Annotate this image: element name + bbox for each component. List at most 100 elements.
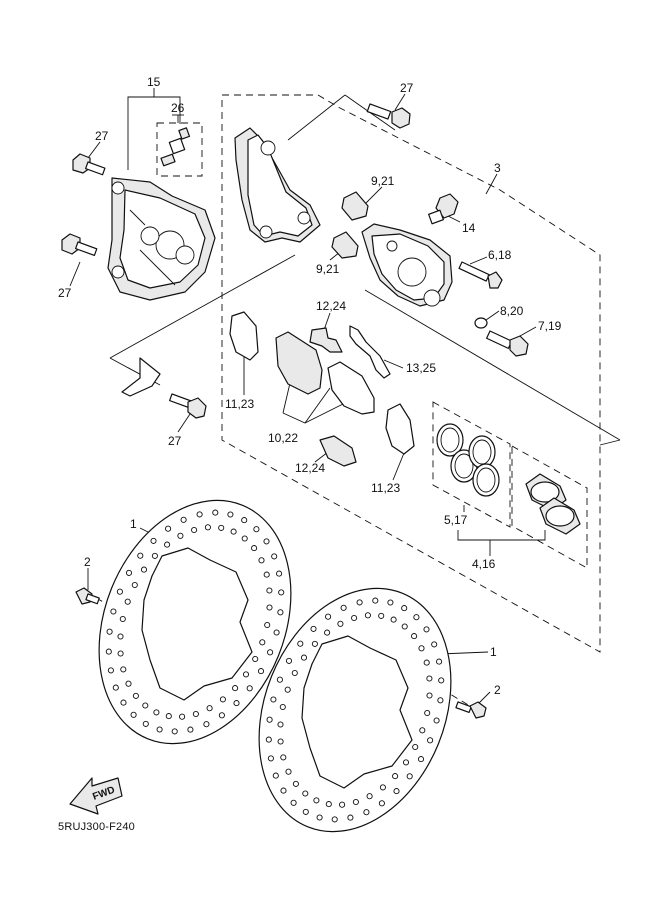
callout-12-24-bottom: 12,24	[295, 461, 325, 475]
pad-pin-clip	[121, 357, 161, 397]
disc-vent-hole	[316, 814, 323, 821]
callout-13-25: 13,25	[406, 361, 436, 375]
bolt-27-mid-left	[61, 233, 98, 257]
disc-vent-hole	[192, 710, 199, 718]
disc-vent-hole	[156, 726, 163, 733]
disc-vent-hole	[142, 702, 149, 709]
disc-vent-hole	[206, 705, 213, 712]
disc-vent-hole	[276, 676, 283, 683]
disc-vent-hole	[153, 709, 160, 716]
disc-vent-hole	[340, 604, 347, 611]
callout-2-right: 2	[494, 683, 501, 697]
pad-support-spring	[349, 325, 391, 379]
disc-vent-hole	[419, 727, 426, 734]
callout-1-right: 1	[490, 645, 497, 659]
disc-vent-hole	[177, 532, 184, 539]
piston-kit-dashed-box	[511, 445, 588, 569]
disc-vent-hole	[142, 720, 149, 727]
fwd-direction-arrow: FWD	[69, 777, 123, 815]
disc-vent-hole	[387, 599, 394, 606]
complete-caliper-assembly	[107, 177, 216, 301]
disc-vent-hole	[302, 808, 309, 815]
disc-vent-hole	[411, 633, 418, 640]
disc-vent-hole	[339, 801, 346, 808]
callout-11-23-left: 11,23	[225, 397, 254, 411]
disc-vent-hole	[218, 524, 225, 531]
disc-vent-hole	[120, 699, 127, 706]
disc-vent-hole	[107, 667, 114, 674]
callout-9-21-top: 9,21	[371, 174, 395, 188]
bolt-kit-dashed-box	[156, 122, 203, 177]
bolt-27-bottom	[169, 393, 207, 419]
callout-9-21-bottom: 9,21	[316, 262, 340, 276]
pad-shim-top	[309, 327, 343, 353]
disc-vent-hole	[218, 712, 225, 719]
callout-1-left: 1	[130, 517, 137, 531]
caliper-assembly-dashed-outline	[221, 94, 601, 653]
callout-10-22: 10,22	[268, 431, 298, 445]
disc-vent-hole	[204, 524, 211, 531]
washer	[474, 317, 488, 329]
disc-vent-hole	[106, 628, 113, 635]
disc-vent-hole	[310, 625, 317, 632]
disc-vent-hole	[297, 640, 304, 647]
disc-vent-hole	[266, 587, 273, 594]
disc-vent-hole	[393, 788, 400, 795]
disc-vent-hole	[418, 645, 425, 652]
callout-7-19: 7,19	[538, 319, 562, 333]
disc-vent-hole	[137, 552, 144, 559]
disc-vent-hole	[325, 613, 332, 620]
callout-labels: 15 26 27 27 27 3 9,21 9,21 14 6,18 8,20 …	[58, 75, 562, 833]
disc-vent-hole	[351, 614, 358, 622]
disc-vent-hole	[427, 737, 434, 744]
bolt-27-top-right	[366, 103, 411, 129]
disc-vent-hole	[110, 608, 117, 615]
disc-vent-hole	[436, 658, 443, 665]
callout-8-20: 8,20	[500, 304, 524, 318]
disc-vent-hole	[187, 726, 194, 733]
disc-vent-hole	[290, 799, 297, 806]
disc-vent-hole	[402, 759, 410, 766]
bolt-2-left	[75, 587, 100, 605]
disc-vent-hole	[165, 713, 172, 720]
callout-5-17: 5,17	[444, 513, 468, 527]
disc-vent-hole	[140, 566, 148, 573]
callout-12-24-top: 12,24	[316, 299, 346, 313]
disc-vent-hole	[258, 557, 265, 564]
diagram-code: 5RUJ300-F240	[58, 821, 135, 833]
disc-vent-hole	[233, 700, 240, 707]
disc-vent-hole	[265, 736, 272, 743]
callout-27-top-left: 27	[95, 129, 109, 143]
disc-vent-hole	[191, 526, 198, 534]
callout-3: 3	[494, 161, 501, 175]
disc-vent-hole	[438, 677, 445, 684]
disc-vent-hole	[433, 717, 440, 724]
disc-vent-hole	[246, 685, 253, 692]
disc-vent-hole	[227, 511, 234, 518]
disc-vent-hole	[423, 626, 430, 633]
disc-vent-hole	[105, 648, 112, 655]
disc-vent-hole	[280, 754, 287, 761]
disc-vent-hole	[266, 604, 273, 611]
disc-vent-hole	[257, 668, 265, 675]
disc-vent-hole	[171, 728, 178, 735]
disc-vent-hole	[406, 773, 413, 780]
disc-vent-hole	[203, 721, 210, 728]
disc-vent-hole	[417, 756, 425, 763]
disc-vent-hole	[130, 711, 137, 718]
disc-vent-hole	[164, 541, 171, 548]
disc-vent-hole	[337, 620, 344, 627]
disc-vent-hole	[117, 650, 124, 657]
disc-vent-hole	[132, 692, 139, 699]
callout-27-bottom: 27	[168, 434, 182, 448]
disc-vent-hole	[196, 511, 203, 518]
slide-pin-boot-bottom	[331, 231, 359, 259]
callout-15: 15	[147, 75, 161, 89]
callout-6-18: 6,18	[488, 248, 512, 262]
disc-vent-hole	[165, 525, 172, 532]
caliper-bracket	[234, 127, 321, 243]
disc-vent-hole	[124, 598, 131, 605]
disc-vent-hole	[366, 793, 373, 800]
brake-pad-shim-set	[275, 331, 375, 415]
disc-vent-hole	[271, 553, 278, 560]
